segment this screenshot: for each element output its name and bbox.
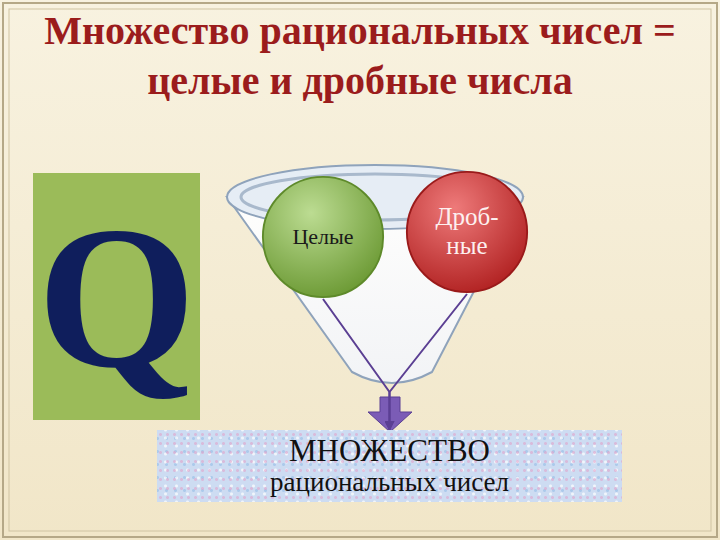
result-set-box: МНОЖЕСТВОрациональных чисел	[157, 430, 622, 502]
circle-fill	[263, 177, 383, 297]
node-label: Дроб- ные	[429, 203, 506, 261]
set-symbol-box: Q	[33, 173, 200, 420]
circle-fill	[407, 172, 527, 292]
slide-title: Множество рациональных чисел = целые и д…	[10, 6, 710, 106]
fractions-circle: Дроб- ные	[405, 170, 529, 294]
merge-connector	[390, 294, 468, 430]
block-arrow	[368, 397, 412, 432]
integers-circle: Целые	[261, 175, 385, 299]
frame-outer	[3, 3, 717, 537]
merge-connector	[323, 299, 390, 430]
node-label: Целые	[285, 224, 362, 249]
node-sublabel: рациональных чисел	[270, 468, 509, 498]
node-label: МНОЖЕСТВО	[289, 434, 490, 468]
node-label: Q	[37, 195, 196, 399]
